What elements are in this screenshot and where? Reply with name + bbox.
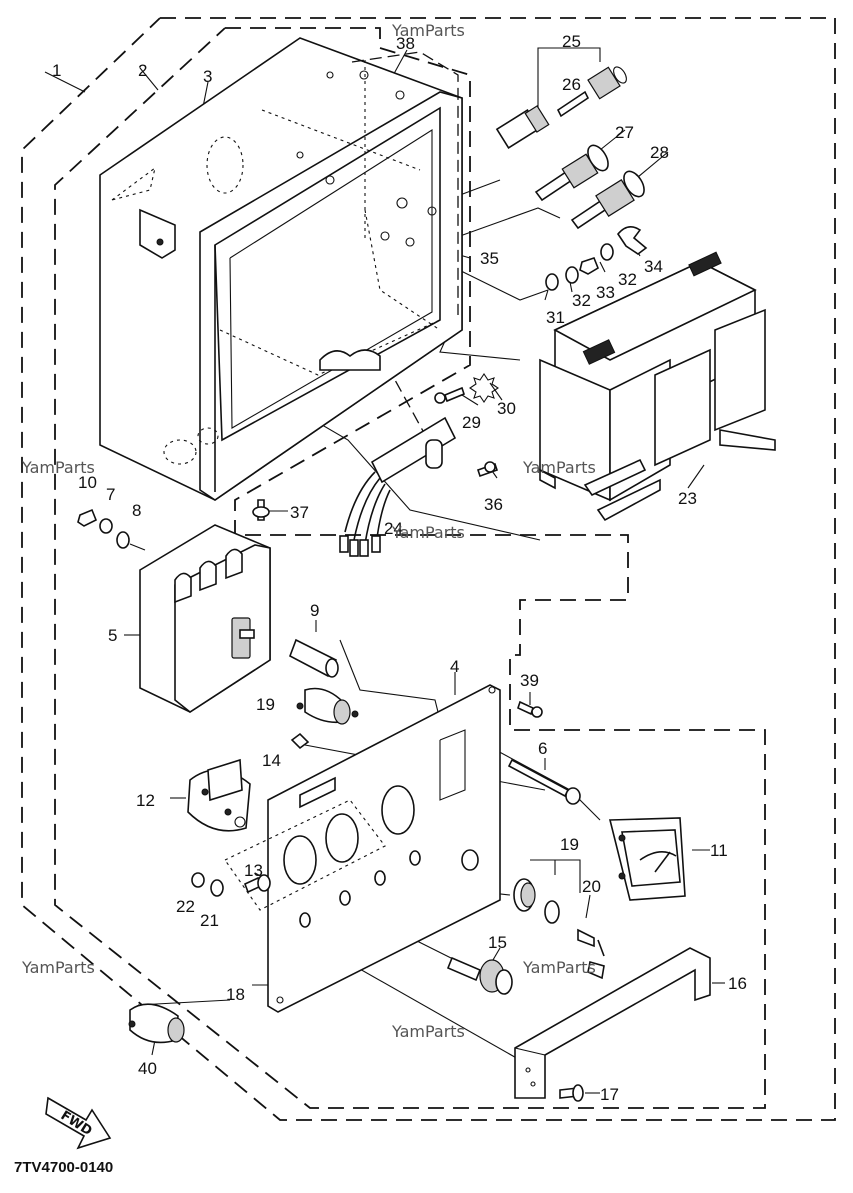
callout: 21 [200,911,219,930]
callout: 3 [203,67,212,86]
control-box-housing [99,37,463,501]
watermark-text: YamParts [391,1022,465,1041]
callout: 18 [226,985,245,1004]
knob [446,956,513,995]
callout: 10 [78,473,97,492]
watermark-text: YamParts [391,523,465,542]
callout: 12 [136,791,155,810]
watermark-text: YamParts [21,458,95,477]
callout: 33 [596,283,615,302]
callout: 32 [618,270,637,289]
washers-nuts [545,226,648,291]
assembly-outline-1 [21,17,836,1121]
callout: 34 [644,257,663,276]
callout: 4 [450,657,459,676]
callout: 2 [138,61,147,80]
callout: 37 [290,503,309,522]
fwd-label: FWD [58,1108,95,1139]
circuit-board [339,416,457,557]
terminal-28 [570,170,645,230]
callout: 40 [138,1059,157,1078]
callout: 19 [560,835,579,854]
callout: 39 [520,671,539,690]
switch-40 [128,1003,185,1044]
callout: 9 [310,601,319,620]
bolts-upper [252,373,499,521]
long-bolt [507,758,581,805]
callout: 16 [728,974,747,993]
callout: 36 [484,495,503,514]
callout: 25 [562,32,581,51]
meter [608,817,686,901]
callout: 29 [462,413,481,432]
watermark-text: YamParts [522,958,596,977]
terminal-25-assembly [495,66,627,149]
small-bolt-39 [517,700,543,718]
sleeve [289,638,339,678]
callout: 22 [176,897,195,916]
callout: 5 [108,626,117,645]
callout: 20 [582,877,601,896]
watermarks: YamParts YamParts YamParts YamParts YamP… [21,21,596,1041]
assembly-outline-2 [54,27,766,1109]
callout: 8 [132,501,141,520]
callout: 15 [488,933,507,952]
callout: 26 [562,75,581,94]
receptacle [187,758,251,832]
small-screws [191,872,271,897]
callout: 11 [710,841,728,860]
callout: 27 [615,123,634,142]
callout: 6 [538,739,547,758]
callout: 19 [256,695,275,714]
watermark-text: YamParts [391,21,465,40]
transformer [539,251,776,522]
watermark-text: YamParts [522,458,596,477]
callout: 31 [546,308,565,327]
fwd-direction-arrow: FWD [45,1096,112,1150]
callout: 14 [262,751,281,770]
callout: 30 [497,399,516,418]
screw-17 [559,1084,584,1102]
callout: 28 [650,143,669,162]
watermark-text: YamParts [21,958,95,977]
switch-19-lower [513,878,560,924]
bracket [514,947,711,1099]
callout: 17 [600,1085,619,1104]
callout: 23 [678,489,697,508]
front-panel-plate [224,684,501,1013]
callout: 7 [106,485,115,504]
circuit-breaker [139,524,271,713]
callout-labels: 1 2 3 38 25 26 27 28 35 34 32 33 32 31 3… [52,32,747,1104]
callout: 35 [480,249,499,268]
callout: 24 [384,519,403,538]
callout: 38 [396,34,415,53]
gasket-region [351,51,459,315]
callout: 13 [244,861,263,880]
washers-left [77,508,130,549]
terminal-27 [534,144,609,202]
callout: 1 [52,61,61,80]
diagram-code: 7TV4700-0140 [14,1159,113,1176]
callout: 32 [572,291,591,310]
switch-19-upper [290,687,359,750]
key [577,928,605,980]
